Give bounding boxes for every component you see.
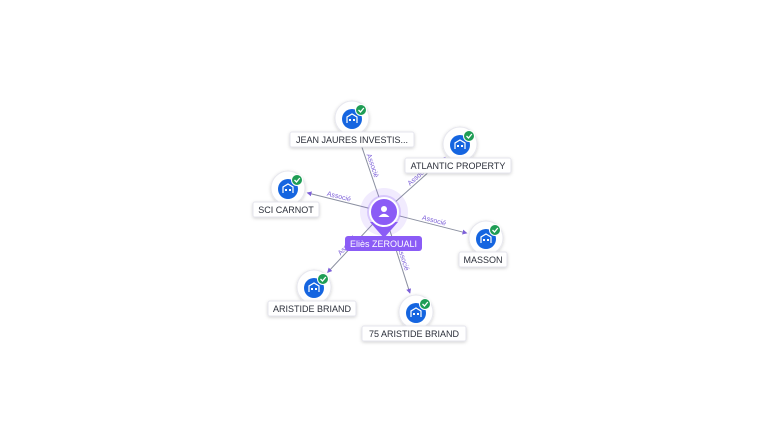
center-person-node[interactable]: Eliès ZEROUALI [345,188,422,251]
company-label-bg [289,131,415,148]
company-name: ATLANTIC PROPERTY [411,161,506,171]
company-label-bg [404,157,512,174]
company-label-bg [458,251,508,268]
center-person-name: Eliès ZEROUALI [350,239,417,249]
edge-label: Associé [365,153,380,179]
verified-check-icon [291,174,303,186]
company-name: 75 ARISTIDE BRIAND [369,329,460,339]
verified-check-icon [489,224,501,236]
nodes-layer: JEAN JAURES INVESTIS... ATLANTIC PROPERTY… [252,100,512,342]
verified-check-icon [463,130,475,142]
edge-label: Associé [421,215,447,228]
company-building-icon [410,307,422,317]
company-node[interactable]: 75 ARISTIDE BRIAND [361,294,467,342]
company-node[interactable]: MASSON [458,220,508,268]
company-label-bg [361,325,467,342]
company-label-bg [267,300,357,317]
company-node[interactable]: JEAN JAURES INVESTIS... [289,100,415,148]
company-node[interactable]: ATLANTIC PROPERTY [404,126,512,174]
center-label-bg [345,236,422,251]
company-name: ARISTIDE BRIAND [273,304,352,314]
company-building-icon [308,282,320,292]
company-name: SCI CARNOT [258,205,314,215]
company-building-icon [282,183,294,193]
company-name: MASSON [463,255,502,265]
person-icon [378,206,390,217]
company-building-icon [454,139,466,149]
verified-check-icon [355,104,367,116]
company-node[interactable]: ARISTIDE BRIAND [267,269,357,317]
company-node[interactable]: SCI CARNOT [252,170,320,218]
verified-check-icon [317,273,329,285]
edge-associe: Associé [399,215,468,235]
company-building-icon [480,233,492,243]
edge-line [306,191,369,209]
verified-check-icon [419,298,431,310]
company-building-icon [346,113,358,123]
company-name: JEAN JAURES INVESTIS... [296,135,408,145]
edge-line [399,215,468,235]
edge-label: Associé [326,191,352,204]
company-label-bg [252,201,320,218]
